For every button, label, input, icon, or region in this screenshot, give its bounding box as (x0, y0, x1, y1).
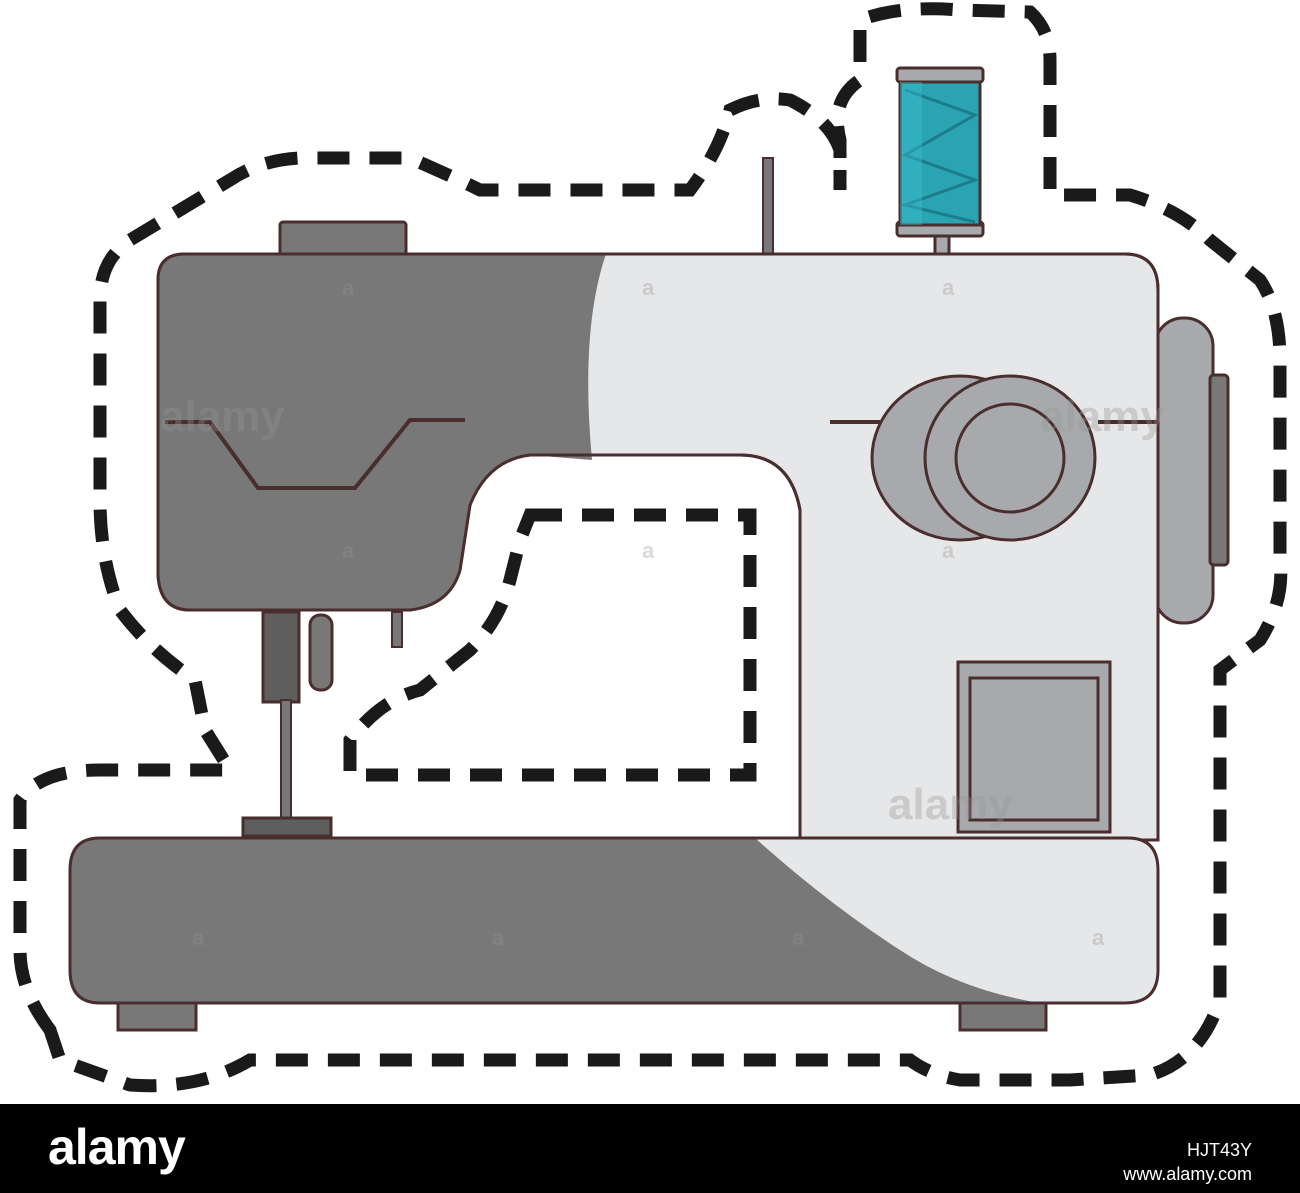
control-panel-icon (956, 660, 1112, 834)
spool-pin-icon (762, 157, 774, 255)
image-id-label: HJT43Y (1186, 1140, 1252, 1160)
stitch-dial-icon (870, 374, 1097, 542)
machine-feet (116, 998, 1048, 1032)
machine-base (68, 836, 1160, 1005)
sewing-machine-illustration (13, 2, 1288, 1093)
illustration-canvas: alamy alamy alamy a a a a a a a a a a (13, 2, 1288, 1093)
footer-logo: alamy (48, 1119, 186, 1175)
hand-wheel-icon (1153, 316, 1230, 625)
footer-url-label: www.alamy.com (1123, 1164, 1252, 1184)
stock-footer-bar: alamy HJT43Y www.alamy.com (0, 1104, 1300, 1193)
needle-assembly-icon (241, 610, 403, 838)
dashed-cut-line (13, 2, 1288, 1093)
thread-spool-icon (895, 66, 985, 256)
